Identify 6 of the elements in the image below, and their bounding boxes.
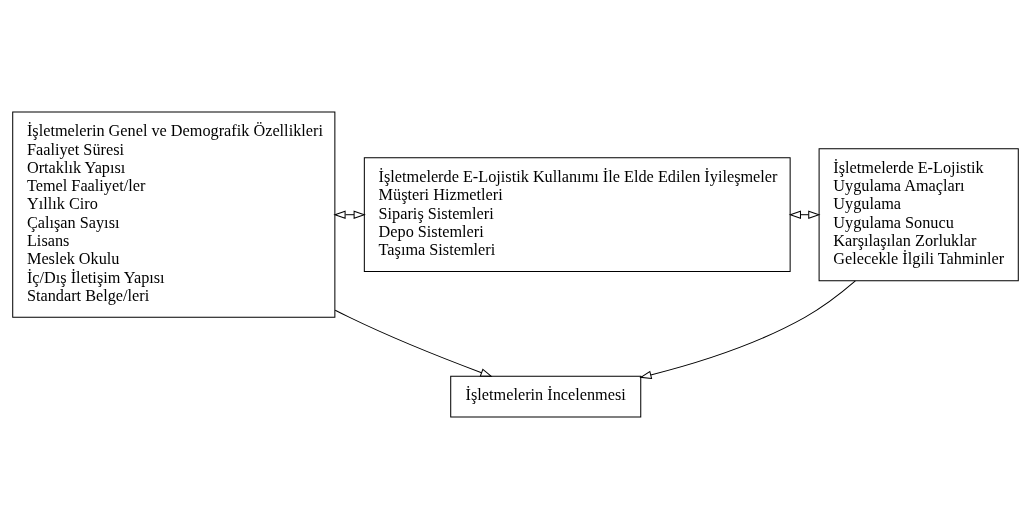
arrow (334, 309, 493, 377)
node-box: İşletmelerin İncelenmesi (450, 375, 642, 418)
node-box: İşletmelerde E-Lojistik Kullanımı İle Elde Edilen İyileşmeler Müşteri Hizmetleri Sipariş Sistemleri Depo Sistemleri Taşıma Sistemleri (363, 157, 791, 273)
node-box: İşletmelerin Genel ve Demografik Özellikleri Faaliyet Süresi Ortaklık Yapısı Temel Faaliyet/ler Yıllık Ciro Çalışan Sayısı Lisans Meslek Okulu İç/Dış İletişim Yapısı Standart Belge/leri (12, 111, 336, 318)
arrow (639, 280, 856, 379)
node-box: İşletmelerde E-Lojistik Uygulama Amaçları Uygulama Uygulama Sonucu Karşılaşılan Zorluklar Gelecekle İlgili Tahminler (818, 148, 1019, 282)
